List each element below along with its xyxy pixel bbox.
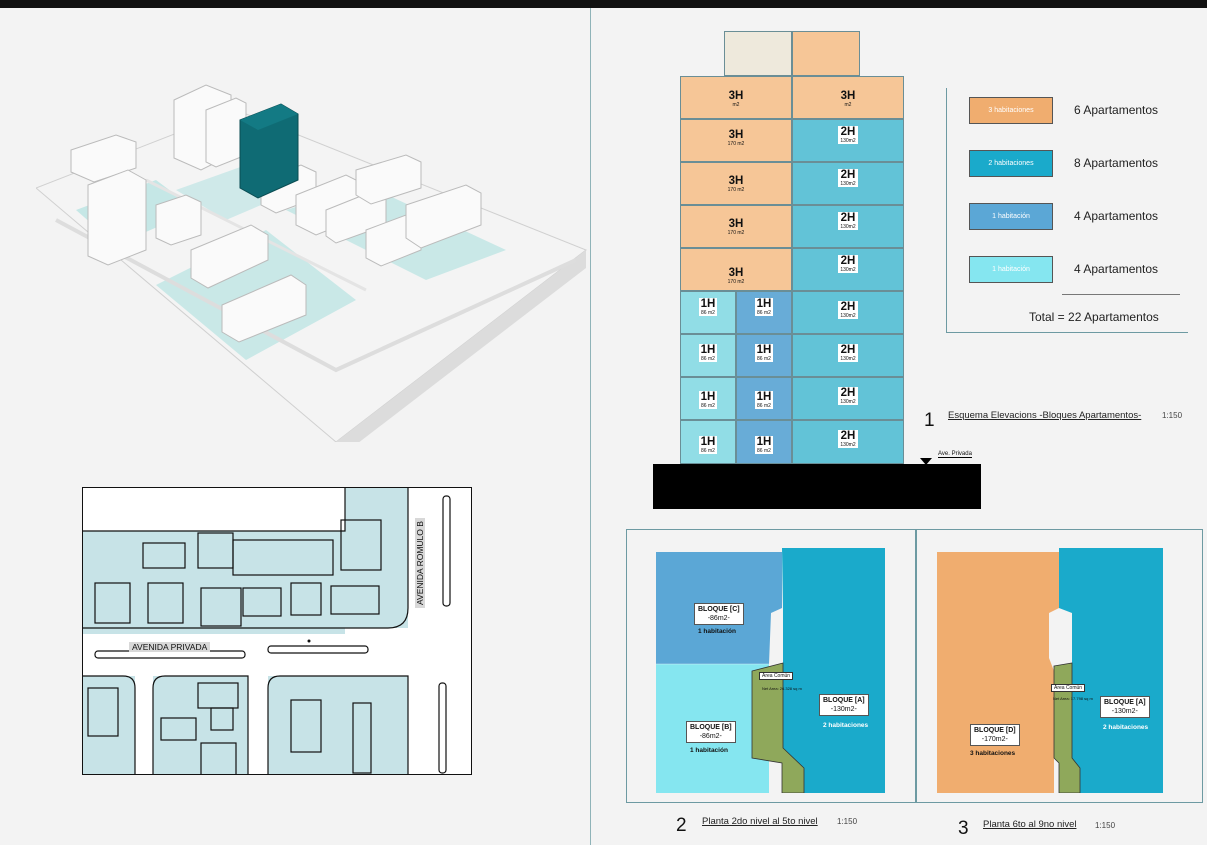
bloque-a-label: BLOQUE [A]-130m2-: [1100, 696, 1150, 718]
legend-frame-left: [946, 88, 947, 332]
common-area-label: Área Común: [759, 672, 794, 680]
legend-swatch-1-bed-b: 1 habitación: [969, 203, 1053, 230]
divider-line: [590, 8, 591, 845]
caption-2-scale: 1:150: [837, 817, 858, 826]
common-area-net: Net Area: 26.328 sq m: [762, 686, 802, 691]
legend-text-1-bed-a: 4 Apartamentos: [1074, 262, 1159, 276]
legend-swatch-2-bed: 2 habitaciones: [969, 150, 1053, 177]
floor-plan-2: Área Común Net Area: 26.328 sq m: [656, 548, 885, 794]
common-area-label: Área Común: [1051, 684, 1086, 692]
caption-3-scale: 1:150: [1095, 821, 1116, 830]
common-area-net: Net Area: 17.798 sq m: [1053, 696, 1093, 701]
floor-plan-3: Área Común Net Area: 17.798 sq m: [937, 548, 1163, 794]
roof-cell-right: [792, 31, 860, 76]
bloque-b-label: BLOQUE [B]-86m2-: [686, 721, 736, 743]
caption-1-text: Esquema Elevacions -Bloques Apartamentos…: [948, 410, 1142, 421]
bloque-a-desc: 2 habitaciones: [823, 722, 869, 729]
bloque-d-label: BLOQUE [D]-170m2-: [970, 724, 1020, 746]
massing-model-view: [36, 70, 596, 442]
legend-text-1-bed-b: 4 Apartamentos: [1074, 209, 1159, 223]
caption-1-number: 1: [924, 410, 935, 431]
top-bar: [0, 0, 1207, 8]
bloque-b-desc: 1 habitación: [690, 747, 728, 754]
road-label-avenida-romulo: AVENIDA ROMULO B: [415, 518, 425, 608]
caption-1-scale: 1:150: [1162, 411, 1183, 420]
bloque-a-label: BLOQUE [A]-130m2-: [819, 694, 869, 716]
bloque-d-desc: 3 habitaciones: [970, 750, 1016, 757]
caption-3-text: Planta 6to al 9no nivel: [983, 819, 1077, 830]
road-label-avenida-privada: AVENIDA PRIVADA: [129, 642, 211, 652]
site-plan: AVENIDA PRIVADA AVENIDA ROMULO B: [82, 487, 472, 775]
level-label: Ave. Privada: [938, 451, 972, 458]
caption-3-number: 3: [958, 818, 969, 839]
legend-frame-bottom: [946, 332, 1188, 333]
legend-swatch-3-bed: 3 habitaciones: [969, 97, 1053, 124]
legend-text-2-bed: 8 Apartamentos: [1074, 156, 1159, 170]
bloque-c-label: BLOQUE [C]-86m2-: [694, 603, 744, 625]
level-marker-icon: [920, 458, 932, 465]
bloque-a-desc: 2 habitaciones: [1103, 724, 1149, 731]
bloque-c-desc: 1 habitación: [698, 628, 736, 635]
caption-2-number: 2: [676, 815, 687, 836]
podium-base: [653, 464, 981, 509]
roof-cell-left: [724, 31, 792, 76]
legend-swatch-1-bed-a: 1 habitación: [969, 256, 1053, 283]
legend-total-rule: [1062, 294, 1180, 295]
caption-2-text: Planta 2do nivel al 5to nivel: [702, 816, 818, 827]
legend-text-3-bed: 6 Apartamentos: [1074, 103, 1159, 117]
legend-total: Total = 22 Apartamentos: [1029, 310, 1159, 324]
